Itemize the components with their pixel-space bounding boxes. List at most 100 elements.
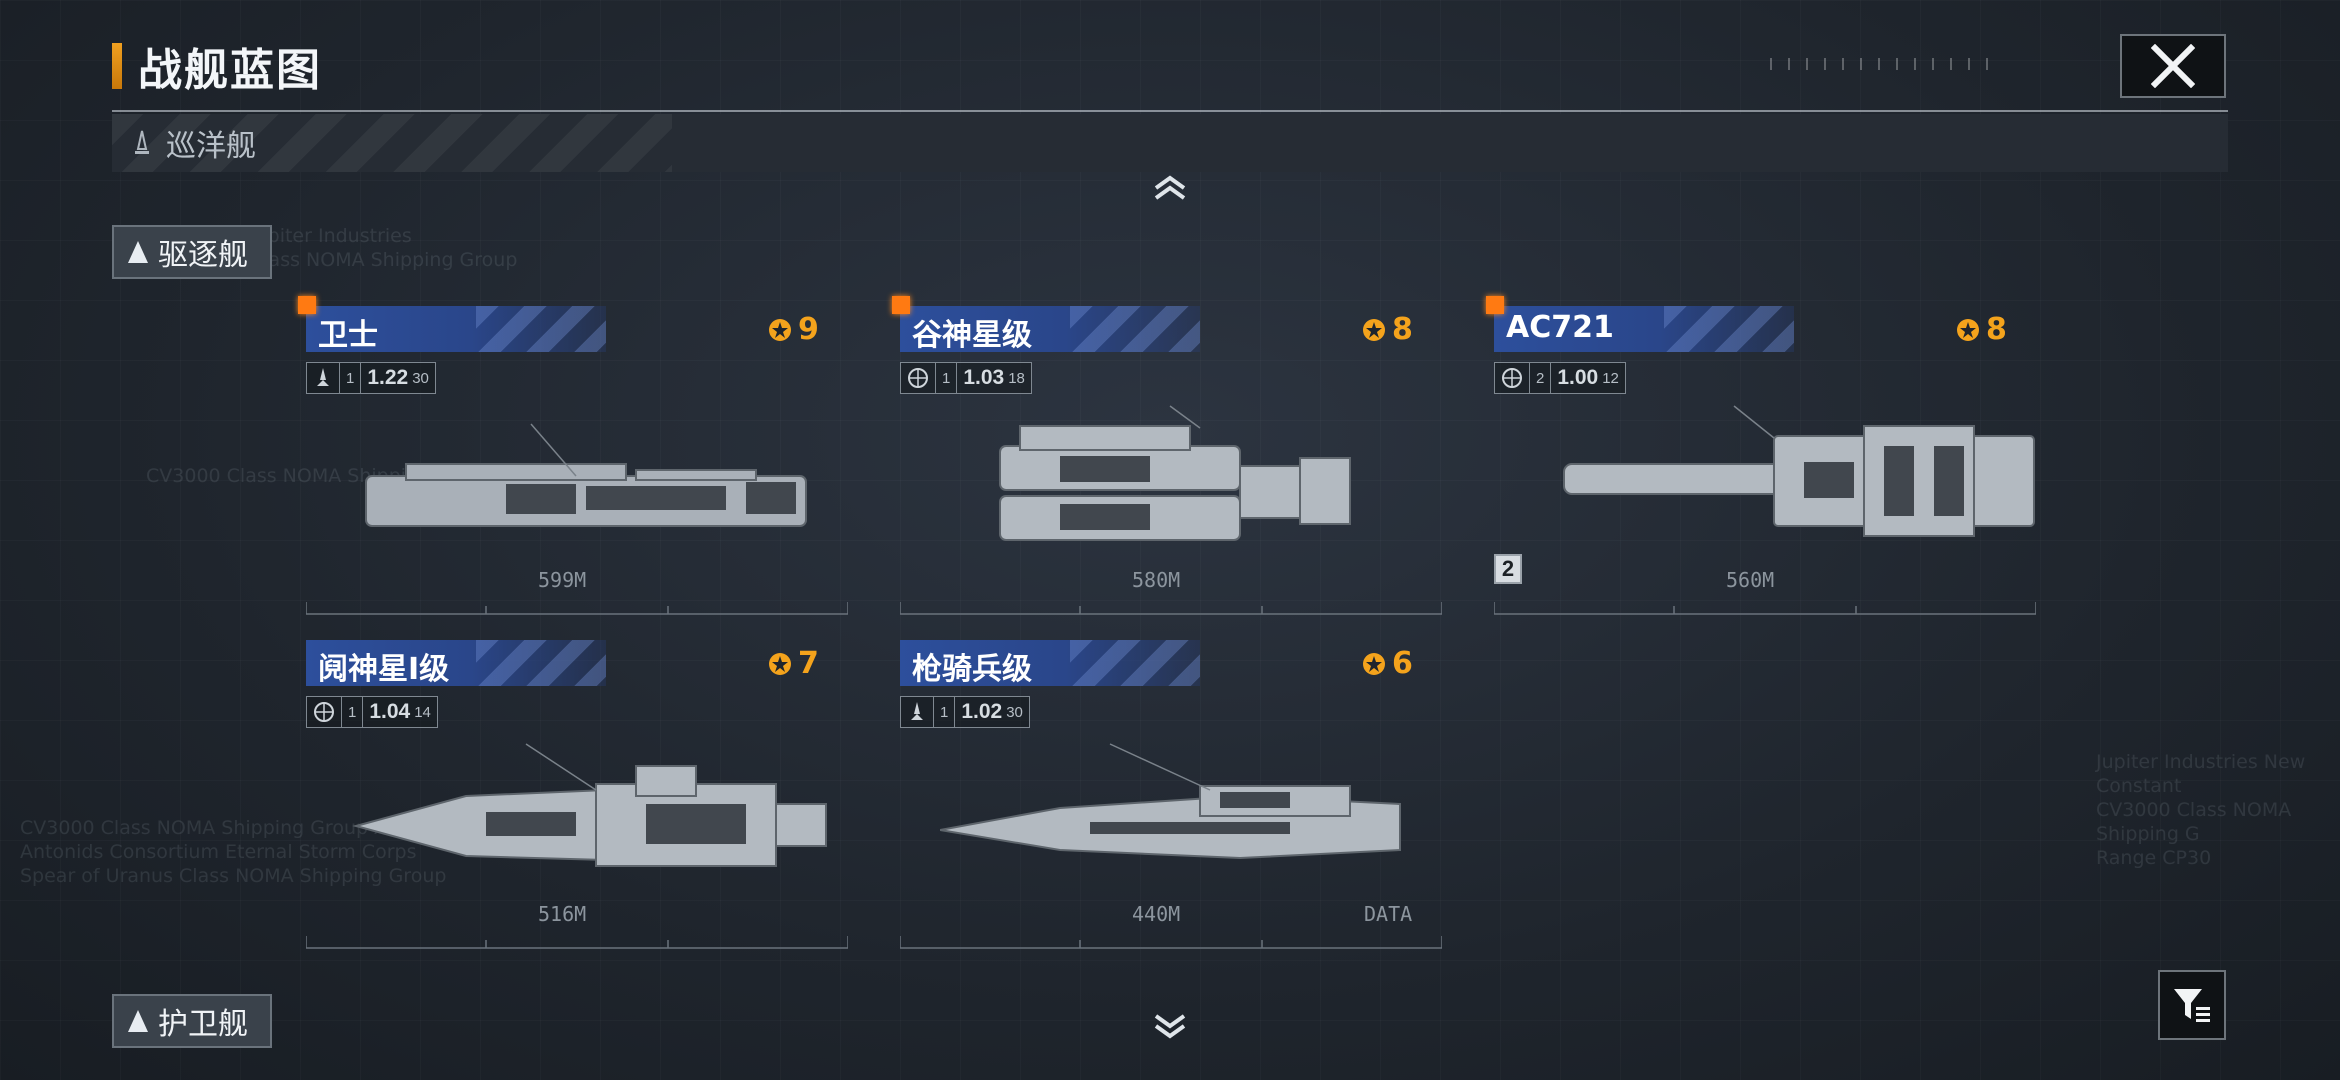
new-marker [1486,296,1504,314]
category-cruiser-label: 巡洋舰 [166,129,256,164]
new-marker [298,296,316,314]
length-ruler [306,936,848,949]
bg-text-line: Antonids Consortium Eternal Storm Corps [20,841,417,863]
filter-icon [2174,989,2210,1022]
ship-card[interactable]: 谷神星级 8 1 1.03 18 580M [892,296,1460,626]
scroll-up-button[interactable] [1150,174,1190,202]
category-frigate-label: 护卫舰 [158,1007,248,1042]
ship-length: 560M [1726,568,1775,592]
rank-value: 6 [1392,646,1413,681]
bg-text-line: Class NOMA Shipping Group [250,249,518,271]
ship-speed-group: 1.22 30 [361,363,435,393]
ship-speed-group: 1.02 30 [955,697,1029,727]
ship-name: 阋神星I级 [318,652,450,687]
frigate-icon [128,1010,148,1032]
bg-text-line: Jupiter Industries New Constant [2096,751,2306,797]
ship-image [1563,405,2035,537]
ship-name: 枪骑兵级 [912,652,1032,687]
bg-text-line: Jupiter Industries [250,225,412,247]
ship-name: 卫士 [318,318,378,353]
ship-stats: 1 1.02 30 [900,696,1030,728]
rank-value: 8 [1986,312,2007,347]
globe-icon [307,697,342,727]
globe-icon [1495,363,1530,393]
cruiser-icon [135,130,149,154]
ship-speed: 1.04 [369,700,411,723]
ship-image [352,743,827,867]
data-label: DATA [1364,902,1413,926]
ship-rank: 9 [766,312,819,347]
rank-value: 7 [798,646,819,681]
length-ruler [900,936,1442,949]
ship-name-bar: 谷神星级 [900,306,1200,353]
ship-stat: 14 [414,703,431,721]
ship-name: 谷神星级 [912,318,1032,353]
rocket-icon [307,363,340,393]
ship-stats: 1 1.04 14 [306,696,438,728]
ship-level: 1 [340,363,362,393]
ship-length: 580M [1132,568,1181,592]
ship-speed: 1.03 [963,366,1005,389]
ship-speed: 1.00 [1557,366,1599,389]
ship-image [999,405,1351,541]
ship-level: 2 [1530,363,1552,393]
ship-length: 516M [538,902,587,926]
ship-stats: 1 1.22 30 [306,362,436,394]
category-destroyer[interactable]: 驱逐舰 [112,225,272,279]
length-ruler [306,602,848,615]
bg-text-right: Jupiter Industries New Constant CV3000 C… [2096,750,2340,870]
ship-card[interactable]: AC721 8 2 1.00 12 2 560M [1486,296,2054,626]
filter-button[interactable] [2158,970,2226,1040]
ship-level: 1 [934,697,956,727]
bg-text-top: Jupiter Industries Class NOMA Shipping G… [250,224,517,272]
ship-speed: 1.02 [961,700,1003,723]
ship-length: 599M [538,568,587,592]
close-icon [2151,44,2195,88]
ship-stats: 1 1.03 18 [900,362,1032,394]
ship-rank: 8 [1360,312,1413,347]
header-divider [112,110,2228,112]
ship-image [365,423,807,527]
chevron-down-icon [1154,1014,1186,1039]
ship-card[interactable]: 阋神星I级 7 1 1.04 14 516M [306,640,866,960]
scroll-down-button[interactable] [1150,1012,1190,1040]
ship-stat: 12 [1602,369,1619,387]
bg-text-line: Range CP30 [2096,847,2212,869]
ship-level: 1 [342,697,364,727]
page-title: 战舰蓝图 [138,45,322,96]
chevron-up-icon [1154,175,1186,200]
category-destroyer-label: 驱逐舰 [158,238,248,273]
ship-name-bar: 卫士 [306,306,606,353]
rank-value: 8 [1392,312,1413,347]
category-frigate[interactable]: 护卫舰 [112,994,272,1048]
ship-card[interactable]: 卫士 9 1 1.22 30 599M [298,296,866,626]
rocket-icon [901,697,934,727]
globe-icon [901,363,936,393]
header-decoration [1770,58,1990,70]
close-button[interactable] [2120,34,2226,98]
ship-stat: 30 [412,369,429,387]
category-cruiser[interactable]: 巡洋舰 [112,114,2228,172]
ship-stat: 18 [1008,369,1025,387]
bg-text-line: Spear of Uranus Class NOMA Shipping Grou… [20,865,447,887]
ship-level: 1 [936,363,958,393]
ship-name: AC721 [1506,310,1614,345]
rank-emblem-icon [1957,318,1979,341]
ship-name-bar: 枪骑兵级 [900,640,1200,687]
ship-length: 440M [1132,902,1181,926]
ship-speed: 1.22 [367,366,409,389]
rank-emblem-icon [1363,652,1385,675]
bg-text-mid-left: CV3000 Class NOMA Shipping [146,465,431,487]
length-ruler [900,602,1442,615]
ship-stats: 2 1.00 12 [1494,362,1626,394]
ship-card[interactable]: 枪骑兵级 6 1 1.02 30 440M DATA [900,640,1460,960]
ship-stat: 30 [1006,703,1023,721]
ship-speed-group: 1.00 12 [1551,363,1625,393]
ship-rank: 6 [1360,646,1413,681]
ship-tier-badge: 2 [1494,554,1522,584]
ship-name-bar: AC721 [1494,306,1794,352]
rank-value: 9 [798,312,819,347]
ship-speed-group: 1.03 18 [957,363,1031,393]
ship-name-bar: 阋神星I级 [306,640,606,687]
rank-emblem-icon [1363,318,1385,341]
